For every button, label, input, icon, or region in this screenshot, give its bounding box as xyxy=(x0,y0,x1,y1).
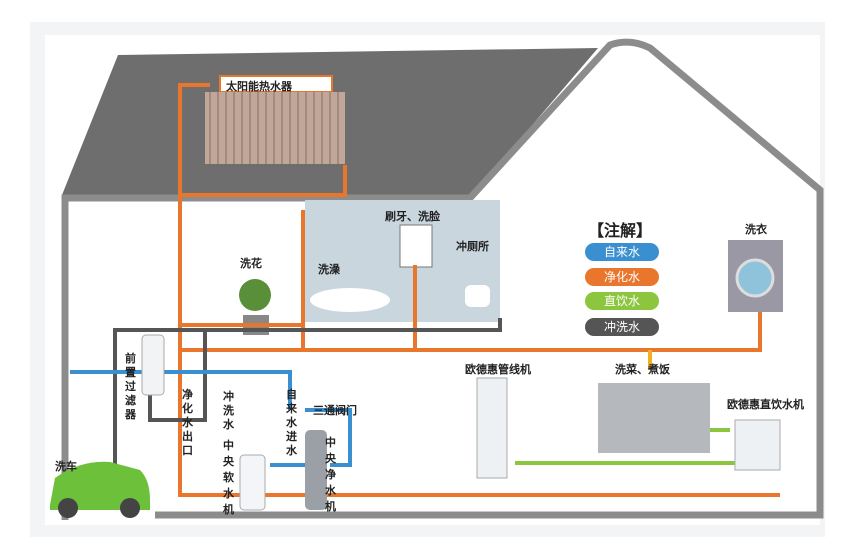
direct-drinker-device xyxy=(734,419,781,471)
purified-outlet-label: 净化水出口 xyxy=(182,388,193,457)
purifier-label: 中央净水机 xyxy=(325,436,336,513)
brush-wash-label: 刷牙、洗脸 xyxy=(385,210,440,223)
bath-label: 洗澡 xyxy=(318,263,340,276)
bathtub xyxy=(310,288,390,312)
purifier-device xyxy=(305,430,327,510)
kitchen-counter xyxy=(598,383,710,453)
flowers-label: 洗花 xyxy=(240,257,262,270)
legend-direct-water: 直饮水 xyxy=(585,292,659,310)
legend-tap-water: 自来水 xyxy=(585,243,659,261)
softener-label: 中央软水机 xyxy=(223,439,234,516)
flush-water-pipes xyxy=(113,318,502,465)
mirror-sink xyxy=(399,224,433,268)
cooking-label: 洗菜、煮饭 xyxy=(615,363,670,376)
prefilter-label: 前置过滤器 xyxy=(125,352,136,421)
legend-title: 【注解】 xyxy=(588,221,653,240)
solar-heater-label: 太阳能热水器 xyxy=(226,80,292,93)
prefilter-device xyxy=(141,334,165,396)
three-way-valve-label: 三通阀门 xyxy=(313,404,357,417)
solar-panel xyxy=(205,92,345,164)
house-outline xyxy=(61,38,824,520)
washing-machine-door xyxy=(735,258,775,298)
pipeline-machine-device xyxy=(476,377,508,479)
plant xyxy=(239,279,271,311)
softener-device xyxy=(239,454,266,511)
tap-inlet-label: 自来水进水 xyxy=(286,388,297,457)
car-wash-label: 洗车 xyxy=(55,460,77,473)
direct-drinker-label: 欧德惠直饮水机 xyxy=(727,398,804,411)
purified-water-pipes xyxy=(178,83,780,497)
legend-flush-water: 冲洗水 xyxy=(585,318,659,336)
car xyxy=(50,461,150,518)
laundry-label: 洗衣 xyxy=(745,223,767,236)
flush-water-label: 冲洗水 xyxy=(223,390,234,431)
toilet-label: 冲厕所 xyxy=(456,240,489,253)
pipeline-machine-label: 欧德惠管线机 xyxy=(465,363,531,376)
legend-purified-water: 净化水 xyxy=(585,268,659,286)
toilet xyxy=(465,285,490,307)
